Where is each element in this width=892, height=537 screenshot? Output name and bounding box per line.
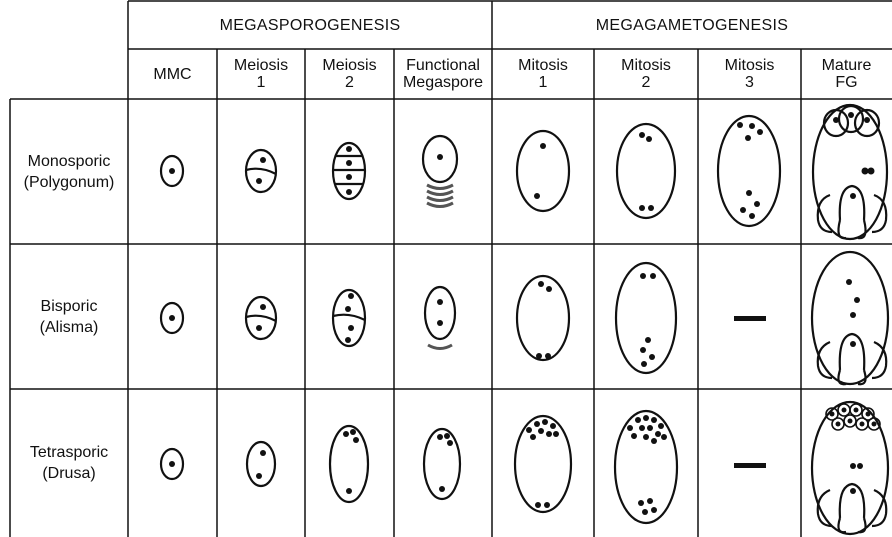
bi-meiosis2-cell <box>333 290 365 346</box>
mono-meiosis1-cell <box>246 150 276 192</box>
mono-meiosis2-cell <box>333 143 365 199</box>
bi-mature-fg-cell <box>812 252 888 384</box>
bi-mitosis2-cell <box>616 263 676 373</box>
bi-mitosis1-cell <box>517 276 569 360</box>
tetra-mmc-cell <box>161 449 183 479</box>
mono-mature-fg-cell <box>813 105 887 239</box>
mono-mmc-cell <box>161 156 183 186</box>
tetra-mitosis2-cell <box>615 411 677 523</box>
bi-meiosis1-cell <box>246 297 276 339</box>
bi-mmc-cell <box>161 303 183 333</box>
tetra-mitosis1-cell <box>515 416 571 512</box>
mono-mitosis1-cell <box>517 131 569 211</box>
tetra-functional-megaspore-cell <box>424 429 460 499</box>
tetra-mitosis3-absent <box>734 463 766 468</box>
tetra-meiosis1-cell <box>247 442 275 486</box>
mono-mitosis2-cell <box>617 124 675 218</box>
tetra-mature-fg-cell <box>812 402 888 534</box>
tetra-meiosis2-cell <box>330 426 368 502</box>
bi-mitosis3-absent <box>734 316 766 321</box>
mono-functional-megaspore-cell <box>423 136 457 207</box>
bi-functional-megaspore-cell <box>425 287 455 349</box>
mono-mitosis3-cell <box>718 116 780 226</box>
